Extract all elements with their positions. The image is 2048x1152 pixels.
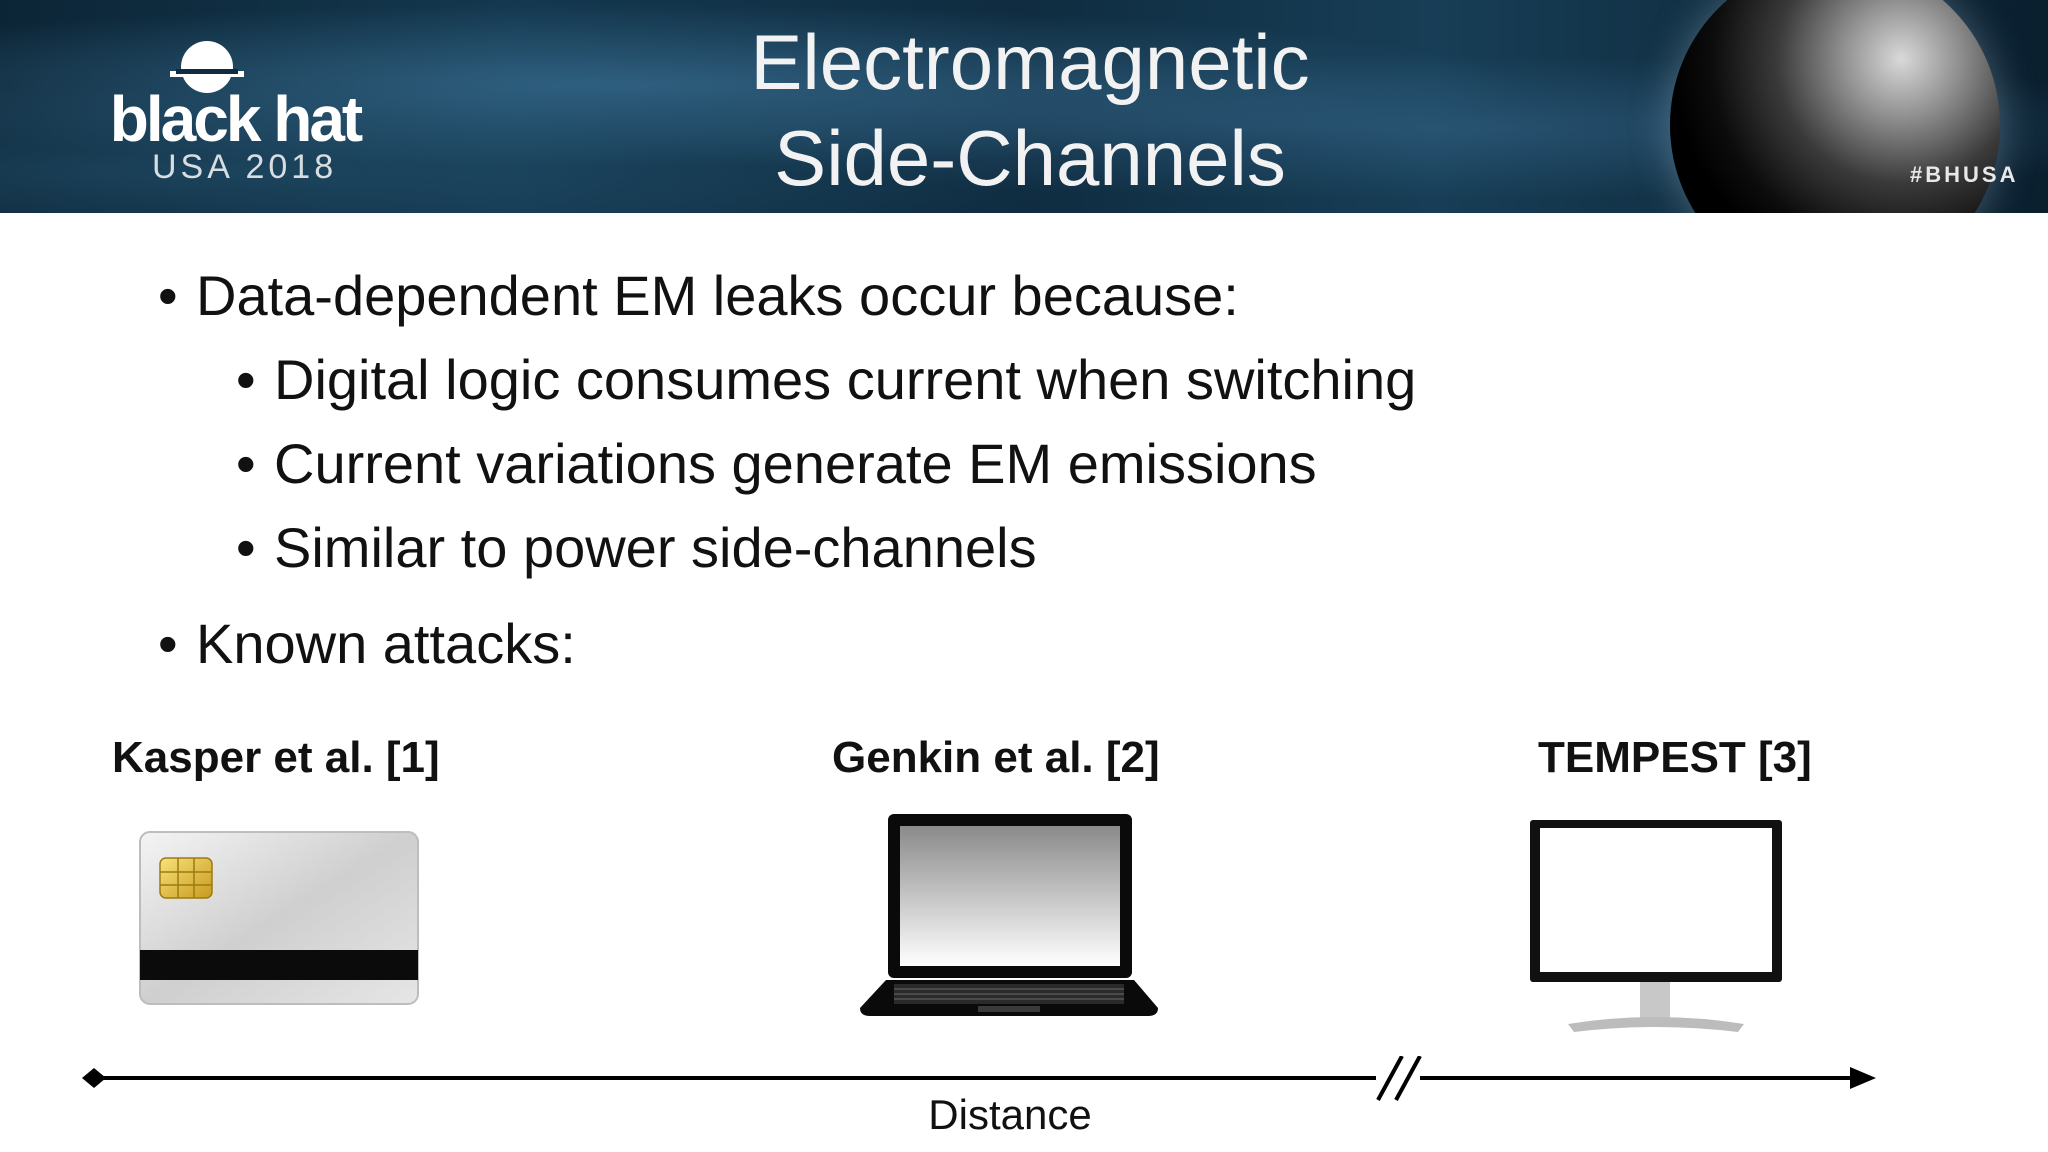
sub-bullet-item: Similar to power side-channels (236, 520, 1037, 577)
bullet-item: Data-dependent EM leaks occur because: (158, 268, 1239, 325)
axis-break-mark (1394, 1056, 1422, 1101)
sub-bullet-item: Current variations generate EM emissions (236, 436, 1317, 493)
attack-label-genkin: Genkin et al. [2] (832, 733, 1160, 782)
monitor-icon (1530, 820, 1782, 1032)
slide-title: Electromagnetic Side-Channels (620, 14, 1440, 206)
hat-icon (170, 41, 244, 93)
attack-label-kasper: Kasper et al. [1] (112, 733, 440, 782)
title-line-2: Side-Channels (774, 114, 1286, 202)
hashtag: #BHUSA (1910, 162, 2019, 187)
logo-wordmark: black hat (109, 83, 363, 155)
axis-break-mark (1376, 1056, 1404, 1101)
planet-image (1670, 0, 2000, 213)
laptop-icon (860, 814, 1158, 1016)
title-line-1: Electromagnetic (750, 18, 1310, 106)
axis-arrowhead (1850, 1067, 1876, 1089)
bullet-item: Known attacks: (158, 616, 576, 673)
header-banner: black hat USA 2018 Electromagnetic Side-… (0, 0, 2048, 213)
attack-label-tempest: TEMPEST [3] (1538, 733, 1812, 782)
axis-start-diamond (82, 1068, 106, 1088)
sub-bullet-item: Digital logic consumes current when swit… (236, 352, 1416, 409)
smart-card-icon (139, 831, 419, 1005)
distance-axis (82, 1056, 1876, 1101)
axis-label-distance: Distance (928, 1091, 1092, 1138)
black-hat-logo: black hat USA 2018 (50, 32, 430, 192)
logo-subtitle: USA 2018 (152, 148, 338, 186)
